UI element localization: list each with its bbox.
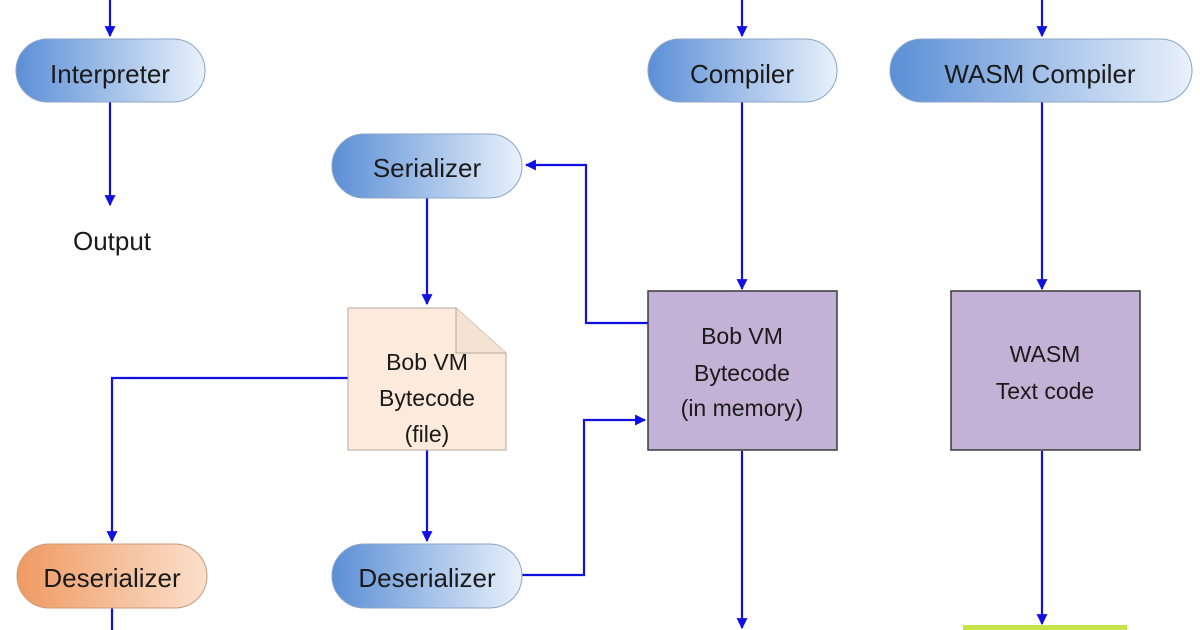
arrow-deserializer-to-bytecode — [522, 414, 647, 577]
bytecode-file-node: Bob VM Bytecode (file) — [347, 307, 507, 451]
deserializer-left-node: Deserializer — [16, 543, 208, 609]
wasm-text-line-2: Text code — [996, 378, 1094, 404]
bytecode-file-line-3: (file) — [405, 421, 450, 447]
wasm-compiler-label: WASM Compiler — [944, 59, 1136, 89]
compiler-label: Compiler — [690, 59, 794, 89]
deserializer-right-node: Deserializer — [331, 543, 523, 609]
deserializer-right-label: Deserializer — [358, 563, 496, 593]
arrow-file-to-left-deserializer — [106, 376, 348, 543]
bytecode-file-line-1: Bob VM — [386, 349, 468, 375]
interpreter-label: Interpreter — [50, 59, 170, 89]
wasm-text-node: WASM Text code — [950, 290, 1141, 451]
arrow-bytecode-to-serializer — [524, 159, 648, 325]
bytecode-memory-line-3: (in memory) — [681, 395, 804, 421]
bytecode-memory-node: Bob VM Bytecode (in memory) — [647, 290, 838, 451]
wasm-text-line-1: WASM — [1010, 341, 1081, 367]
wasm-compiler-node: WASM Compiler — [889, 38, 1193, 103]
output-label: Output — [73, 226, 152, 256]
interpreter-node: Interpreter — [15, 38, 206, 103]
bytecode-memory-line-2: Bytecode — [694, 360, 790, 386]
compiler-node: Compiler — [647, 38, 838, 103]
green-output-node — [963, 625, 1127, 630]
bytecode-file-line-2: Bytecode — [379, 385, 475, 411]
serializer-label: Serializer — [373, 153, 482, 183]
deserializer-left-label: Deserializer — [43, 563, 181, 593]
serializer-node: Serializer — [331, 133, 523, 199]
bytecode-memory-line-1: Bob VM — [701, 323, 783, 349]
